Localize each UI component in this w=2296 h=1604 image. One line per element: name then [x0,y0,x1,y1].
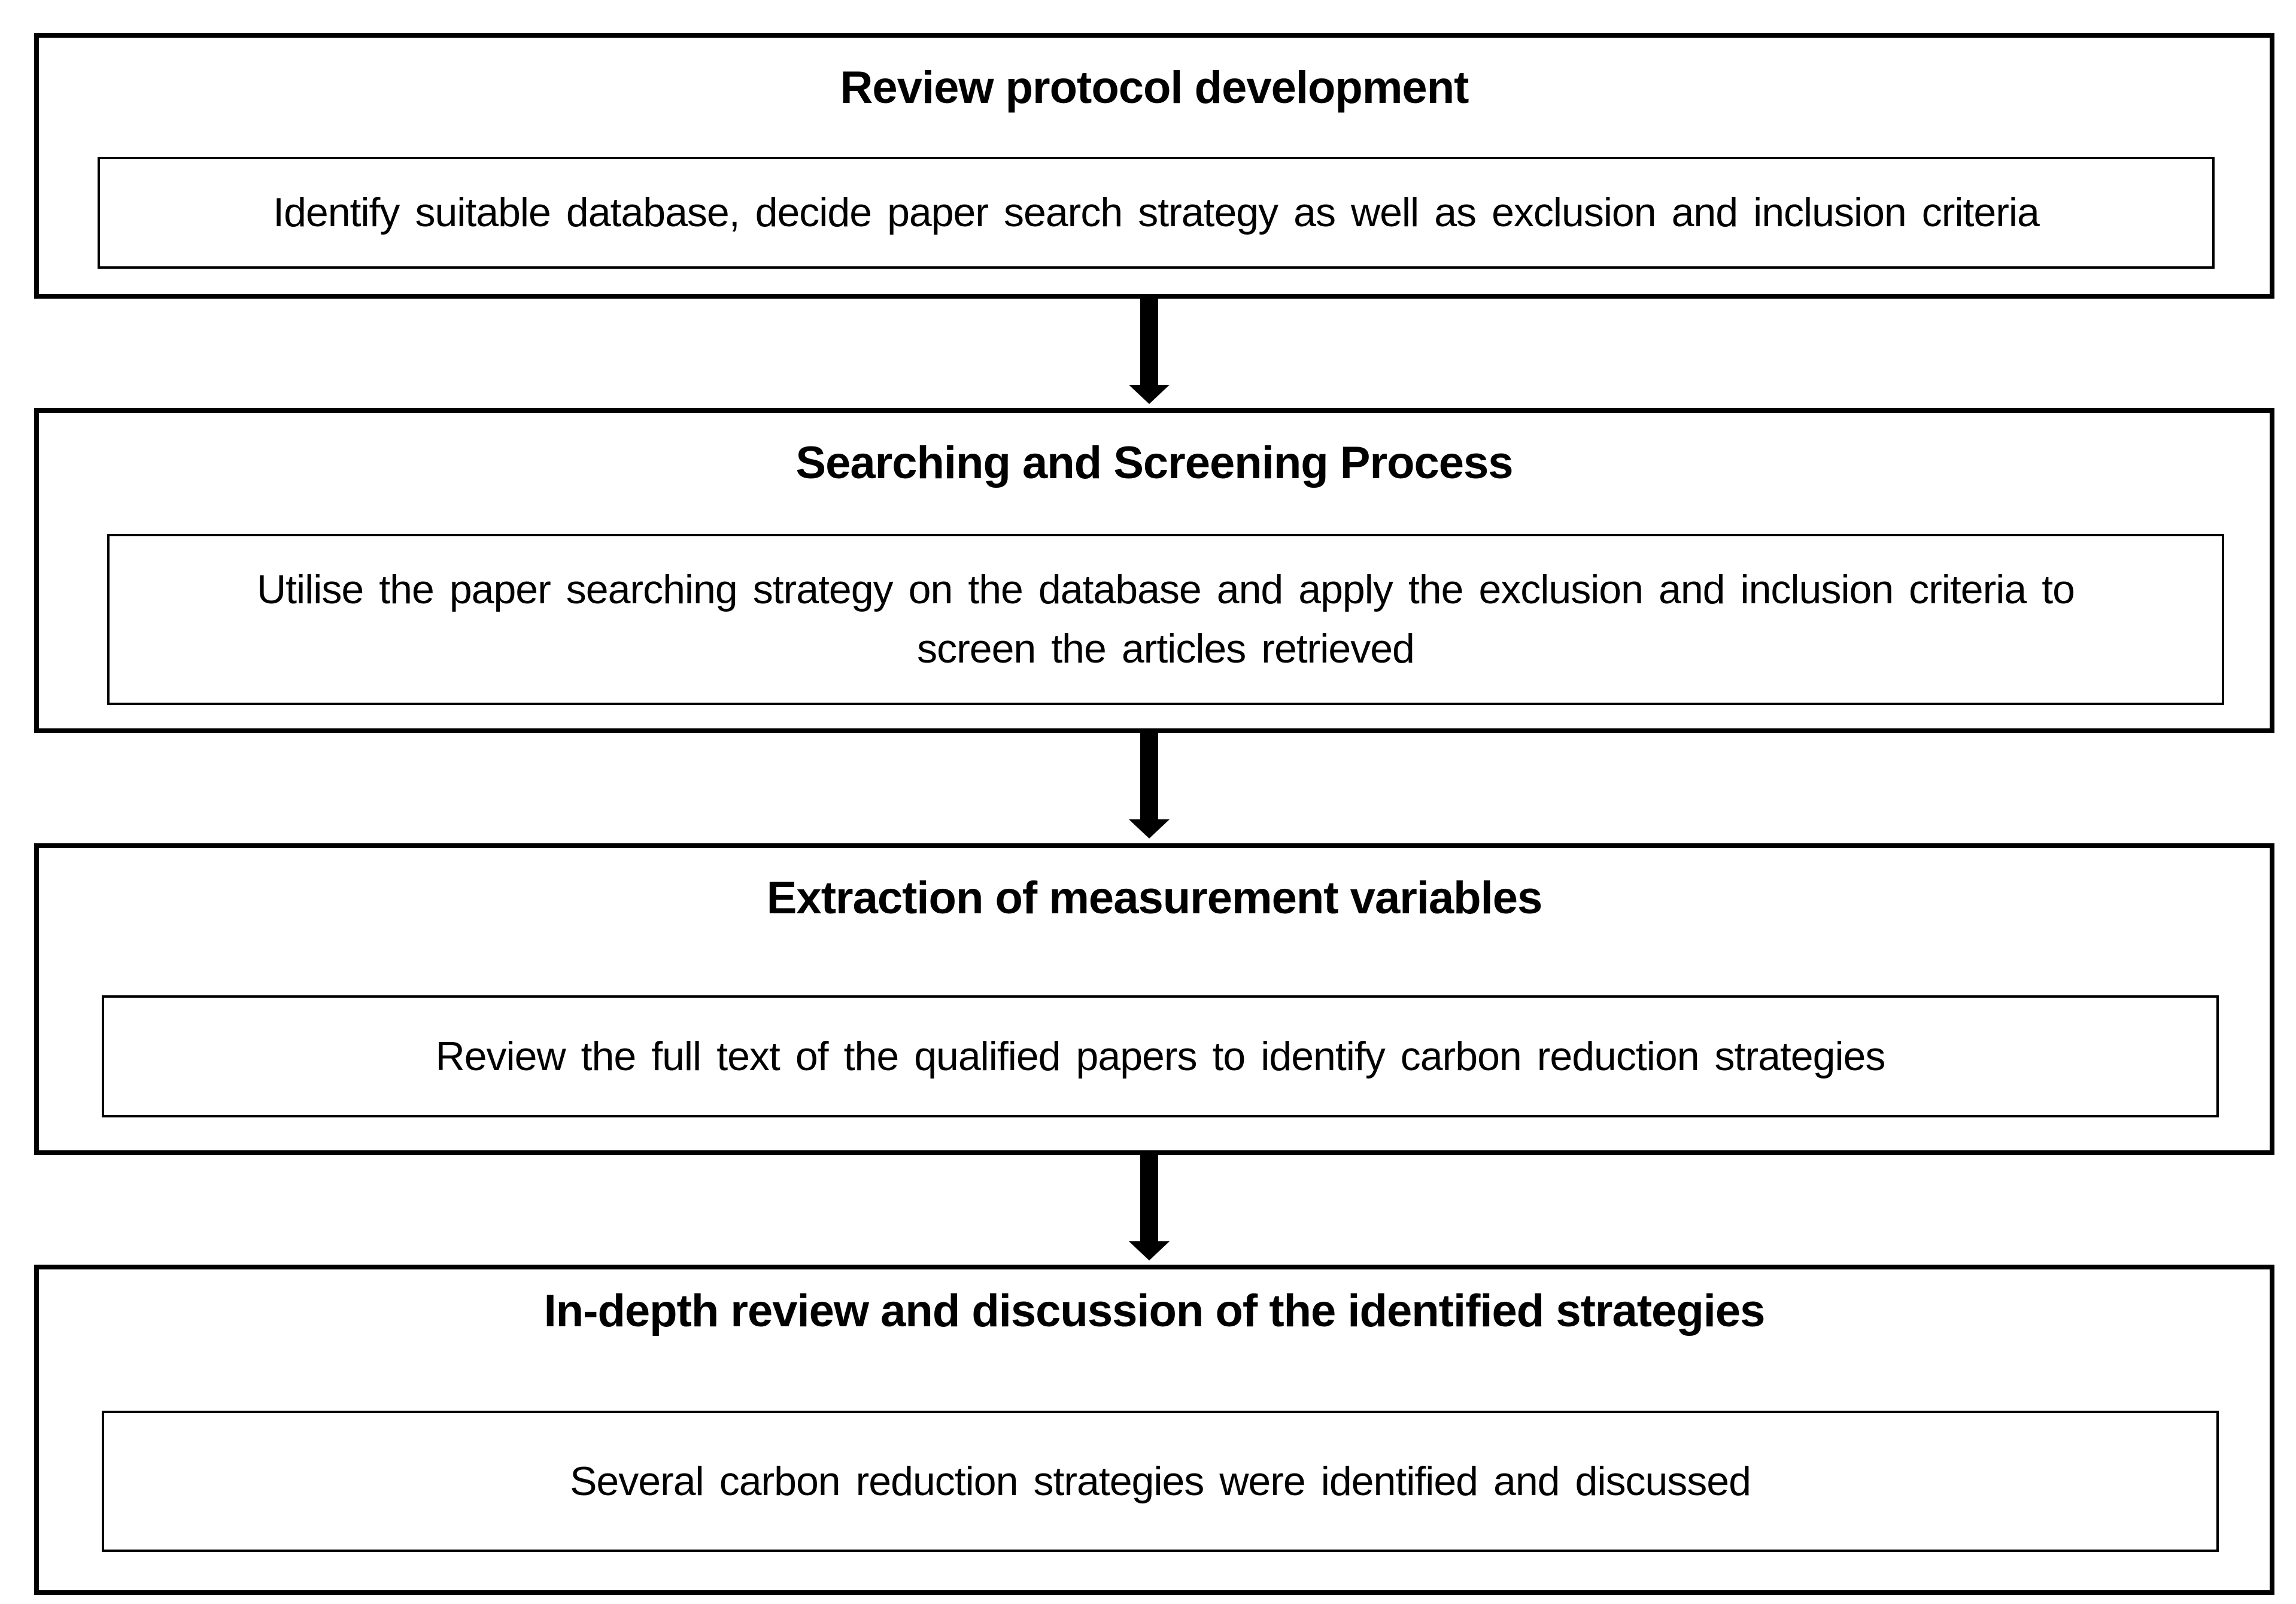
step-description: Identify suitable database, decide paper… [273,190,2040,236]
step-description: Several carbon reduction strategies were… [570,1458,1751,1504]
step-title: Searching and Screening Process [795,438,1513,488]
step-title: Review protocol development [840,62,1469,113]
step-box-review-protocol-development: Review protocol development Identify sui… [34,33,2274,299]
step-description-box: Review the full text of the qualified pa… [102,995,2219,1117]
step-description-box: Utilise the paper searching strategy on … [107,534,2224,705]
step-description-box: Several carbon reduction strategies were… [102,1411,2219,1552]
step-box-in-depth-review: In-depth review and discussion of the id… [34,1265,2274,1595]
step-description-box: Identify suitable database, decide paper… [98,157,2215,269]
down-arrow-icon [1129,299,1170,404]
down-arrow-icon [1129,733,1170,839]
step-title: Extraction of measurement variables [766,873,1543,923]
step-box-extraction-of-variables: Extraction of measurement variables Revi… [34,843,2274,1155]
step-description: Review the full text of the qualified pa… [435,1033,1886,1079]
step-box-searching-and-screening: Searching and Screening Process Utilise … [34,408,2274,733]
step-description: Utilise the paper searching strategy on … [257,567,2075,672]
down-arrow-icon [1129,1155,1170,1260]
step-title: In-depth review and discussion of the id… [543,1286,1766,1336]
